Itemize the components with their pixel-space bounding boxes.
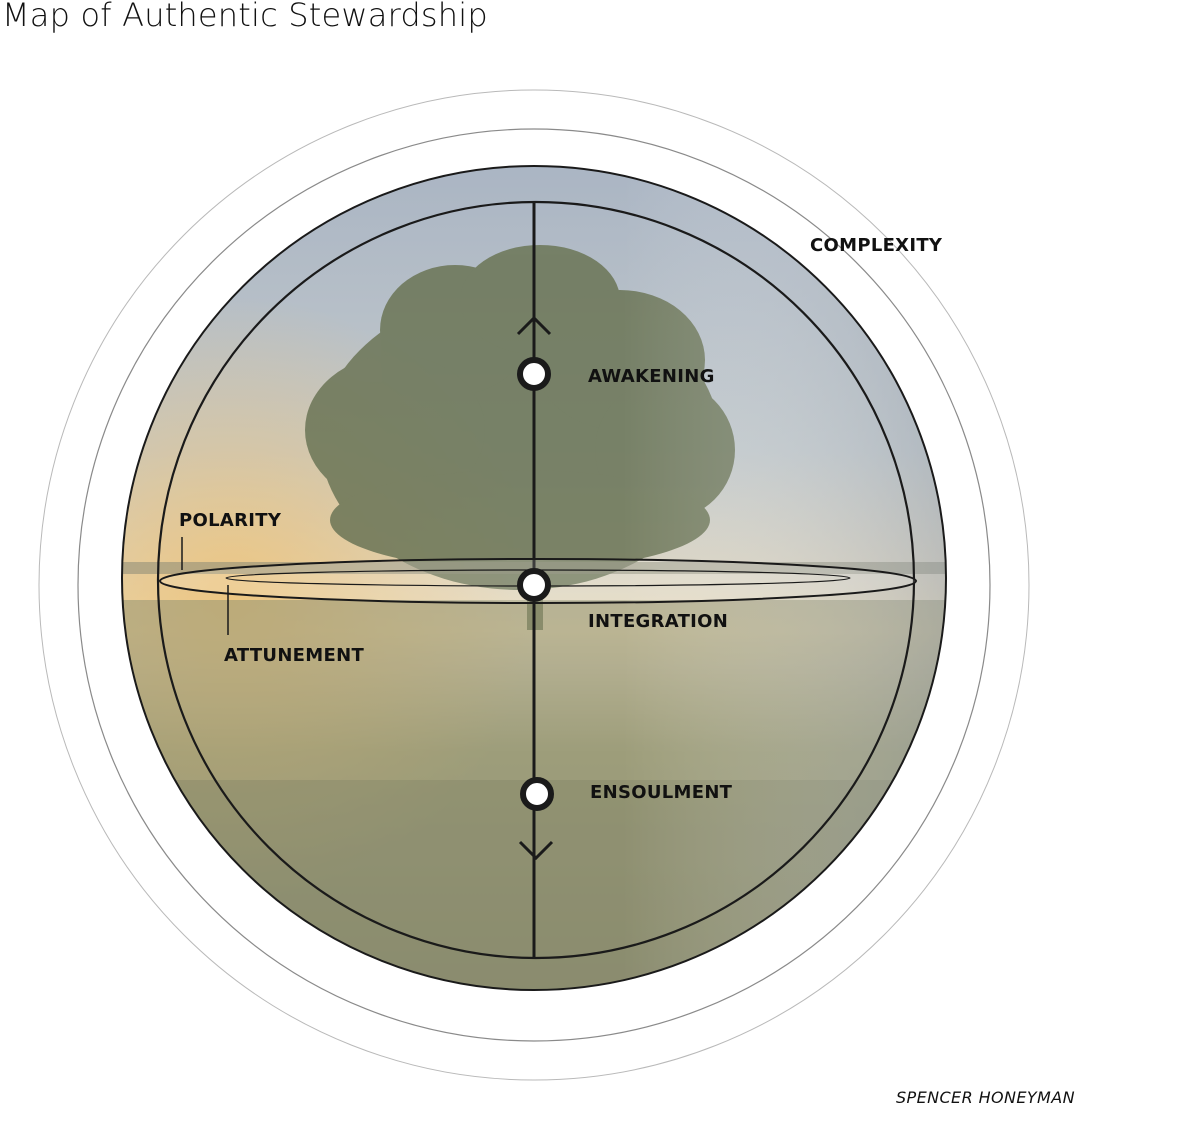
outer-ring (38, 89, 1030, 1081)
complexity-ring (77, 128, 991, 1042)
polarity-label: POLARITY (179, 510, 282, 531)
arrow-up-icon (516, 315, 552, 336)
ensoulment-node (520, 777, 554, 811)
outer-sphere-border (121, 165, 947, 991)
integration-node (517, 568, 551, 602)
awakening-label: AWAKENING (588, 366, 715, 387)
page-title: Map of Authentic Stewardship (2, 0, 488, 34)
inner-sphere (156, 200, 916, 960)
complexity-label: COMPLEXITY (810, 235, 943, 256)
ensoulment-label: ENSOULMENT (590, 782, 733, 803)
attunement-label: ATTUNEMENT (224, 645, 364, 666)
arrow-down-icon (518, 840, 554, 861)
integration-label: INTEGRATION (588, 611, 728, 632)
author-credit: SPENCER HONEYMAN (896, 1088, 1075, 1107)
awakening-node (517, 357, 551, 391)
